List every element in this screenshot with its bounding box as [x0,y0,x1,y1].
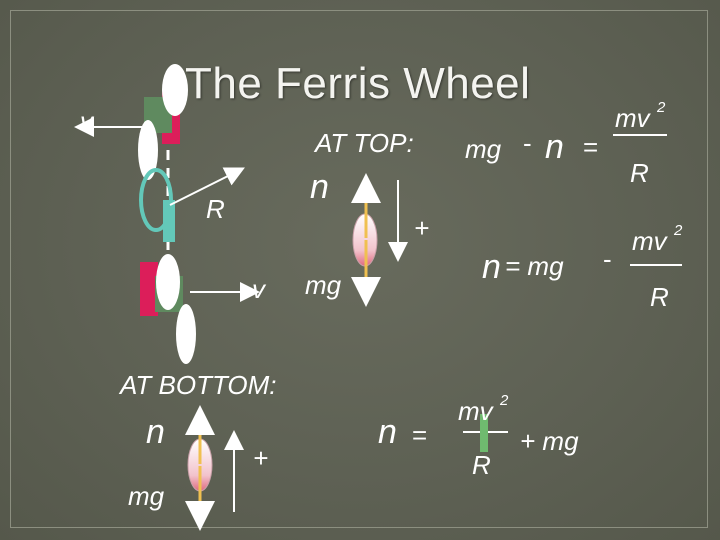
bottom-n-label: n [146,413,165,451]
top-heading: AT TOP: [315,128,414,158]
eq3-green-marker [480,414,488,452]
eq3-denominator: R [472,450,491,480]
top-R-label: R [206,194,225,224]
eq3-equals: = [412,420,428,450]
eq1-mg: mg [465,134,502,164]
bottom-heading: AT BOTTOM: [120,370,277,400]
page-title: The Ferris Wheel [185,59,531,108]
eq3-rest: + mg [520,426,579,456]
top-mg-label: mg [305,270,342,300]
eq1-numerator: mv [615,103,650,133]
eq1-denominator: R [630,158,649,188]
top-n-label: n [310,168,329,206]
eq3-numerator: mv [458,396,493,426]
eq2-minus: - [603,244,612,274]
eq2-denominator: R [650,282,669,312]
eq3-n: n [378,413,397,451]
bottom-v-label: v [252,274,265,304]
eq1-equals: = [583,132,599,162]
slide-frame [10,10,708,528]
top-plus-label: + [414,213,430,243]
top-gondola [138,64,188,180]
eq1-minus: - [523,128,532,158]
top-v-label: v [80,106,93,136]
bottom-free-body [185,405,215,531]
eq2-n: n [482,248,501,286]
radius-arrow [169,167,245,206]
eq2-rhs: = mg [505,251,564,281]
eq2-exponent: 2 [674,222,683,239]
teal-bar [163,200,175,242]
eq3-exponent: 2 [500,392,509,409]
eq1-exponent: 2 [657,99,666,116]
eq2-numerator: mv [632,226,667,256]
bottom-plus-label: + [253,443,269,473]
eq1-n: n [545,128,564,166]
bottom-mg-label: mg [128,481,165,511]
top-free-body [351,173,381,307]
bottom-gondola [140,254,196,364]
